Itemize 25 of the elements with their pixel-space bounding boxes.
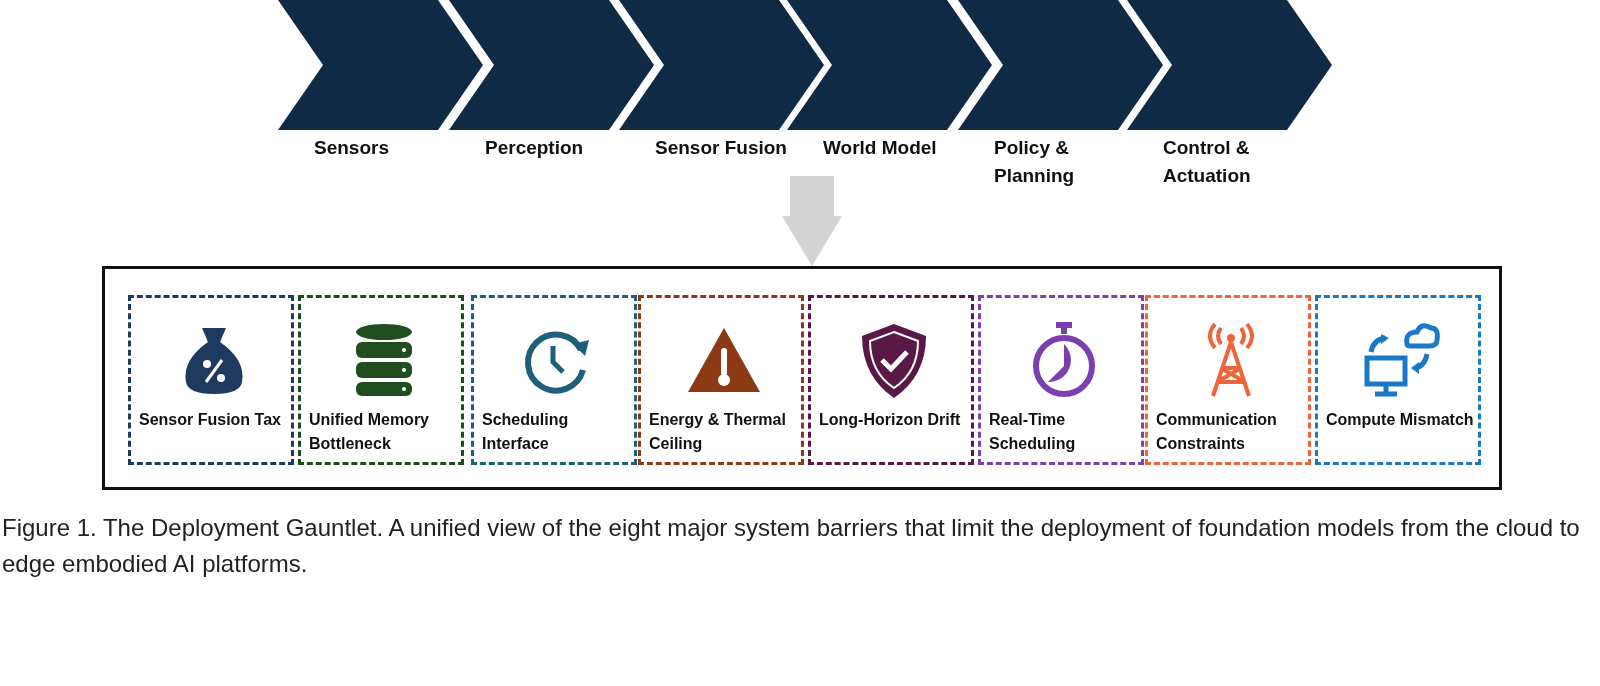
barrier-label: Unified Memory Bottleneck xyxy=(309,410,430,454)
barrier-card xyxy=(978,295,1144,465)
figure-caption: Figure 1. The Deployment Gauntlet. A unified view of the eight major system barriers that limit the deployment of foundation models from the cloud to edge embodied AI platforms. xyxy=(2,513,1581,579)
step-label: World Model xyxy=(823,136,938,160)
barrier-card xyxy=(808,295,974,465)
arrow xyxy=(782,176,842,266)
panel-frame xyxy=(102,266,1502,490)
barrier-card xyxy=(1145,295,1311,465)
barrier-label: Sensor Fusion Tax xyxy=(139,410,282,430)
step-label: Policy & Planning xyxy=(994,136,1076,188)
barrier-label: Long-Horizon Drift xyxy=(819,410,962,430)
step-label: Control & Actuation xyxy=(1163,136,1252,188)
barrier-card xyxy=(298,295,464,465)
barrier-label: Real-Time Scheduling xyxy=(989,410,1077,454)
barrier-label: Scheduling Interface xyxy=(482,410,570,454)
barrier-card xyxy=(638,295,804,465)
step-label: Perception xyxy=(485,136,585,160)
barrier-label: Energy & Thermal Ceiling xyxy=(649,410,787,454)
barrier-card xyxy=(128,295,294,465)
step-label: Sensors xyxy=(314,136,390,160)
barrier-card xyxy=(471,295,637,465)
barrier-label: Compute Mismatch xyxy=(1326,410,1475,430)
barrier-card xyxy=(1315,295,1481,465)
step-label: Sensor Fusion xyxy=(655,136,788,160)
barrier-label: Communication Constraints xyxy=(1156,410,1278,454)
